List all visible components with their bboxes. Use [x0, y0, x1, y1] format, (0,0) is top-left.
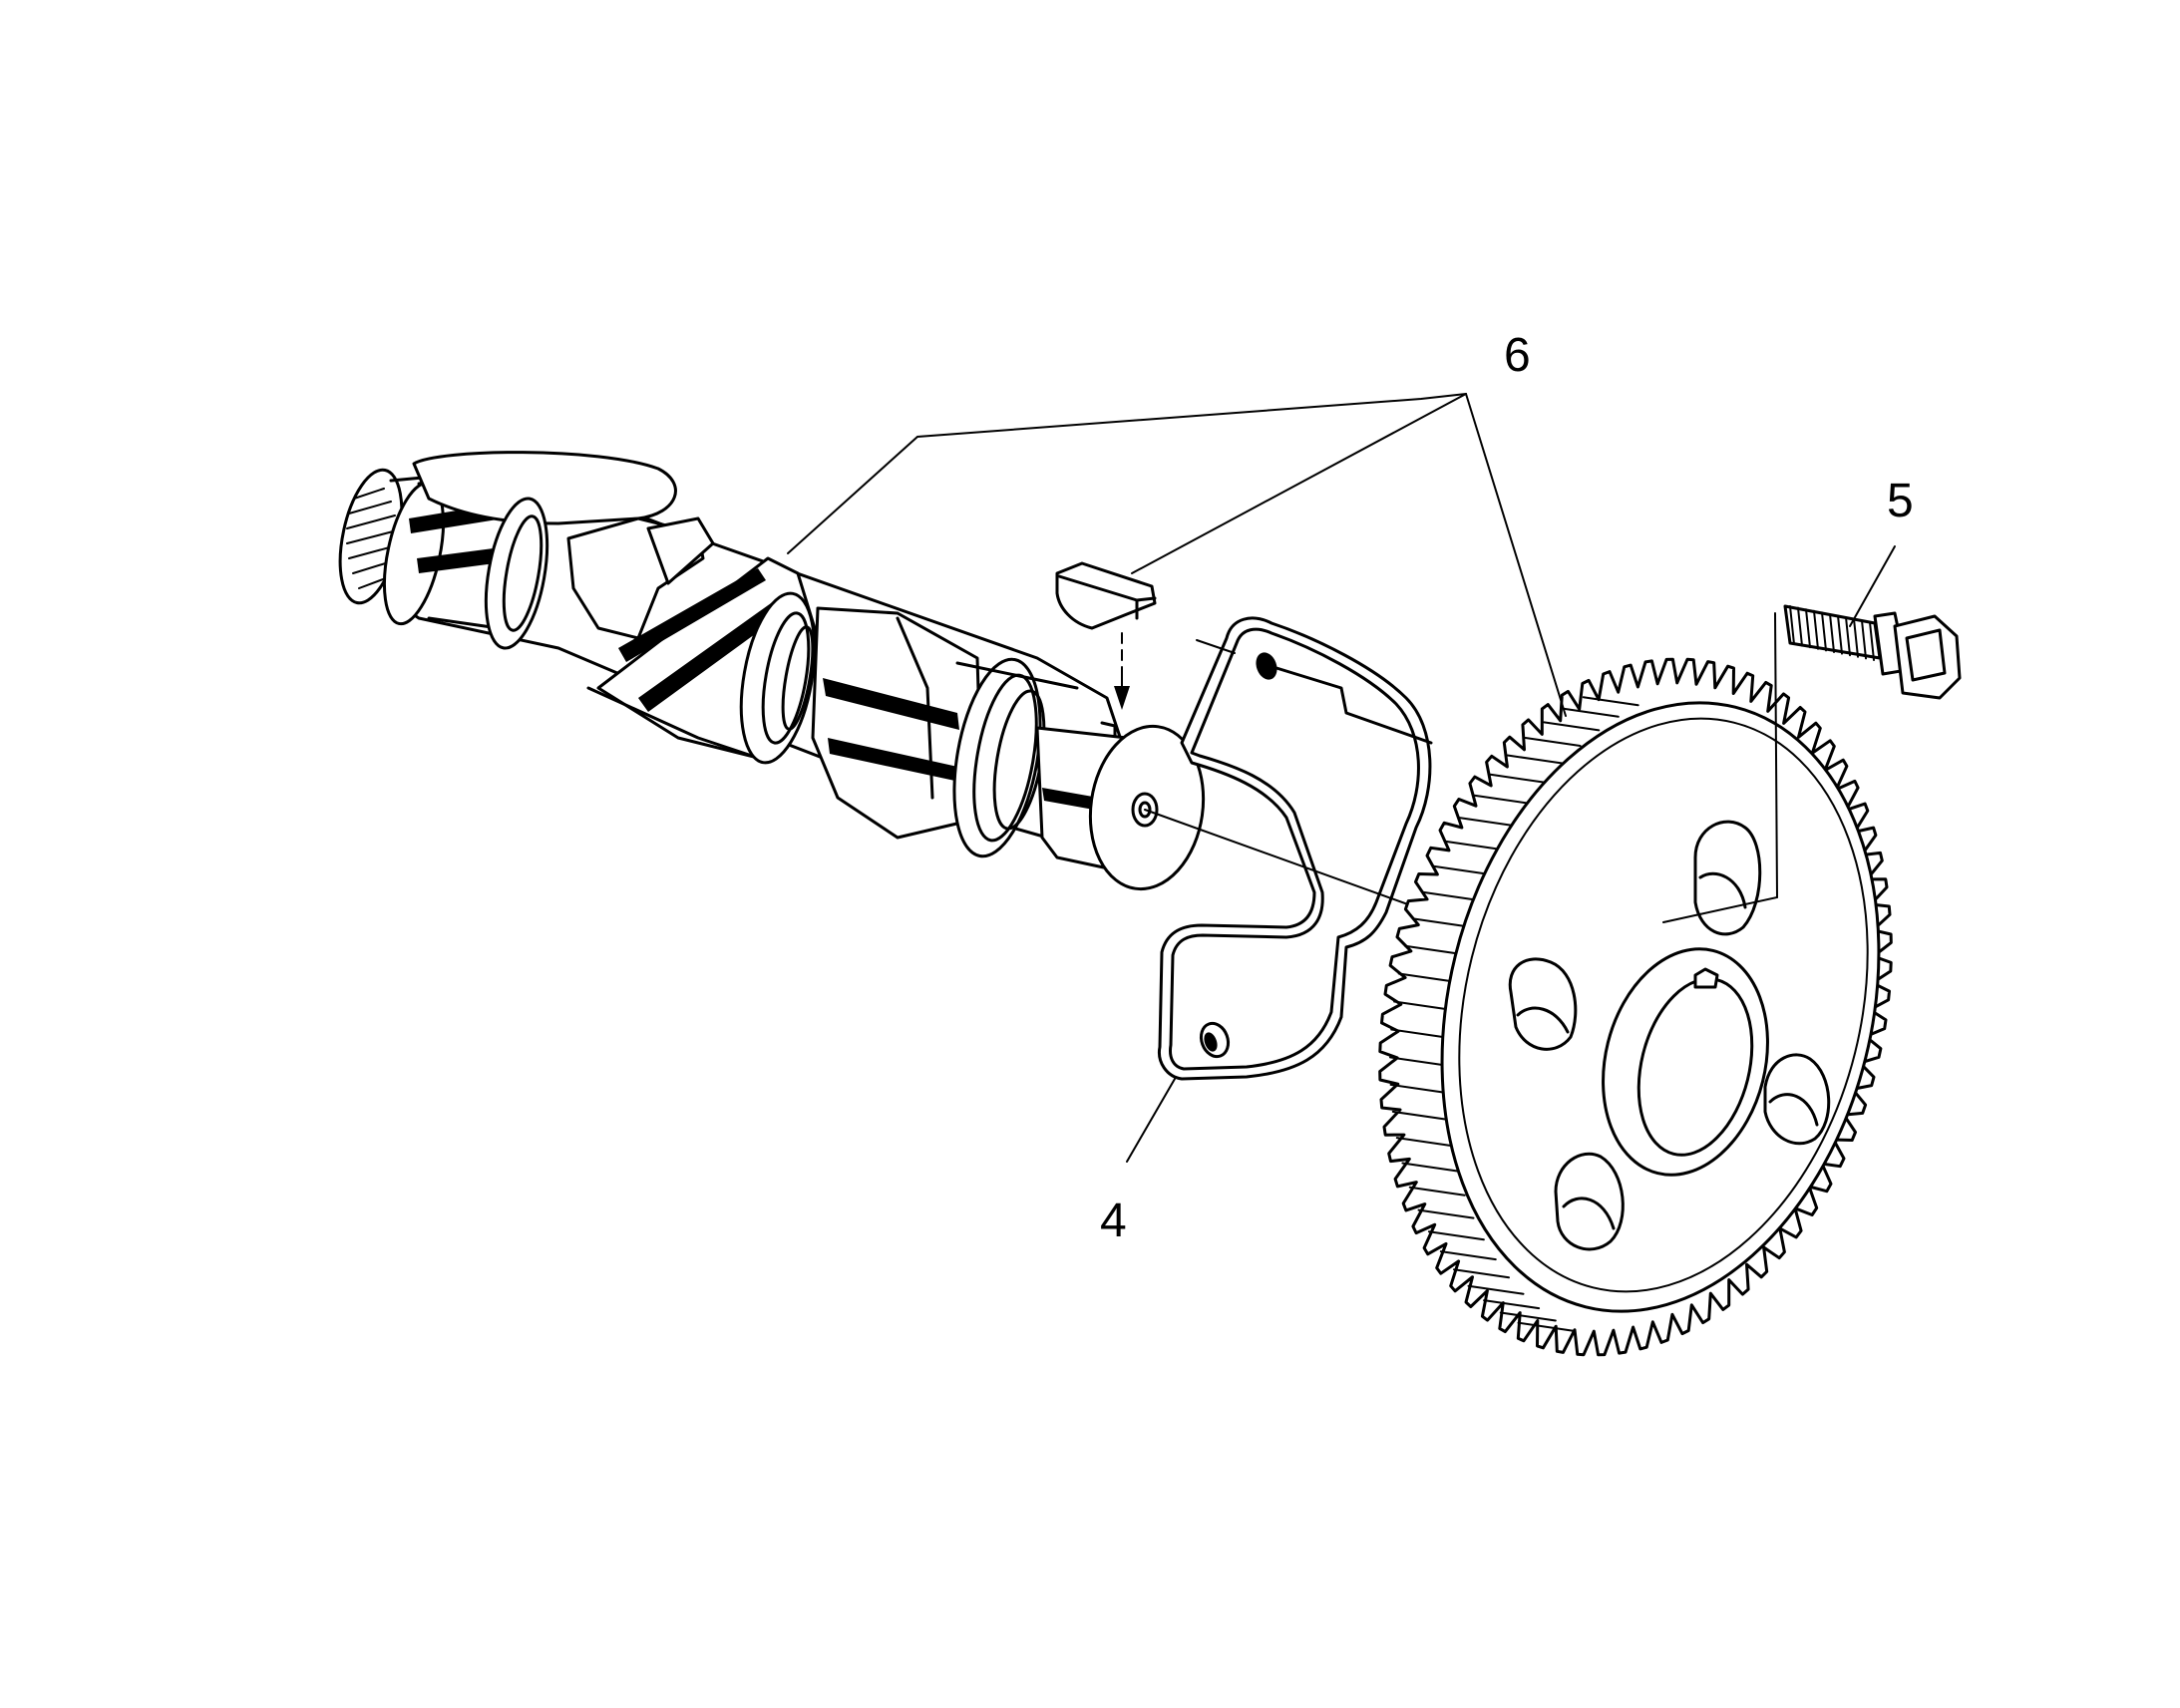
gear-tooth-side [1411, 917, 1469, 928]
gear-tooth-side [1458, 817, 1516, 828]
gear-tooth-side [1421, 890, 1479, 901]
gear-tooth-side [1517, 1321, 1575, 1332]
gear-tooth-side [1524, 737, 1582, 747]
camshaft [338, 451, 1206, 891]
bolt-thread [1845, 616, 1851, 657]
gear-tooth-side [1397, 972, 1455, 983]
callout-label-6: 6 [1504, 329, 1531, 382]
callout-label-5: 5 [1887, 475, 1914, 527]
camshaft-collar-2 [739, 591, 817, 765]
gear-tooth-side [1453, 1268, 1510, 1279]
bolt-thread [1813, 609, 1819, 650]
gear-tooth-side [1543, 721, 1601, 732]
gear-tooth-side [1389, 1056, 1446, 1067]
gear-tooth-side [1389, 1083, 1447, 1094]
camshaft-collar-3 [952, 657, 1079, 858]
gear-lightening-holes [1508, 820, 1831, 1251]
gear-tooth-side [1417, 1208, 1475, 1219]
gear-tooth-side [1401, 1162, 1459, 1173]
gear-tooth-side [1408, 1186, 1466, 1196]
key-installation-arrow [1114, 632, 1130, 710]
woodruff-key [1055, 561, 1157, 630]
flange-bolt [1783, 604, 1962, 700]
gear-tooth-side [1483, 1299, 1541, 1310]
gear-tooth-side [1562, 707, 1620, 718]
bolt-thread [1797, 606, 1803, 647]
bolt-thread [1829, 613, 1835, 653]
leader-lines [787, 393, 1896, 1163]
bolt-thread [1861, 619, 1867, 660]
camshaft-lobe-2 [566, 516, 715, 640]
gear-tooth-side [1439, 1250, 1497, 1261]
camshaft-journal-2 [811, 606, 984, 840]
bolt-thread [1805, 608, 1811, 649]
bolt-thread [1789, 605, 1795, 645]
camshaft-collar-1 [484, 497, 549, 650]
gear-tooth-side [1404, 944, 1461, 955]
callout-label-4: 4 [1100, 1195, 1127, 1247]
gear-tooth-side [1467, 1284, 1525, 1295]
gear-tooth-side [1427, 1230, 1485, 1241]
gear-tooth-side [1444, 840, 1502, 851]
callout-labels: 6 5 4 [1100, 329, 1914, 1247]
camshaft-lobe-1 [412, 451, 677, 525]
bolt-thread [1837, 614, 1843, 655]
gear-tooth-side [1582, 696, 1639, 707]
camshaft-gear [1378, 612, 1893, 1357]
gear-tooth-side [1391, 1110, 1449, 1121]
gear-tooth-side [1473, 794, 1531, 805]
gear-tooth-side [1499, 1311, 1557, 1322]
thrust-plate [1157, 616, 1433, 1081]
gear-tooth-side [1432, 864, 1490, 875]
bolt-thread [1853, 617, 1859, 658]
bolt-thread [1869, 621, 1875, 661]
gear-tooth-side [1506, 754, 1564, 765]
gear-tooth-side [1489, 773, 1547, 784]
bolt-threads [1789, 605, 1875, 661]
gear-tooth-side [1390, 1028, 1448, 1039]
gear-tooth-side [1393, 1000, 1451, 1011]
bolt-thread [1821, 611, 1827, 652]
camshaft-front-stub [1035, 721, 1206, 891]
gear-tooth-side [1395, 1137, 1453, 1148]
